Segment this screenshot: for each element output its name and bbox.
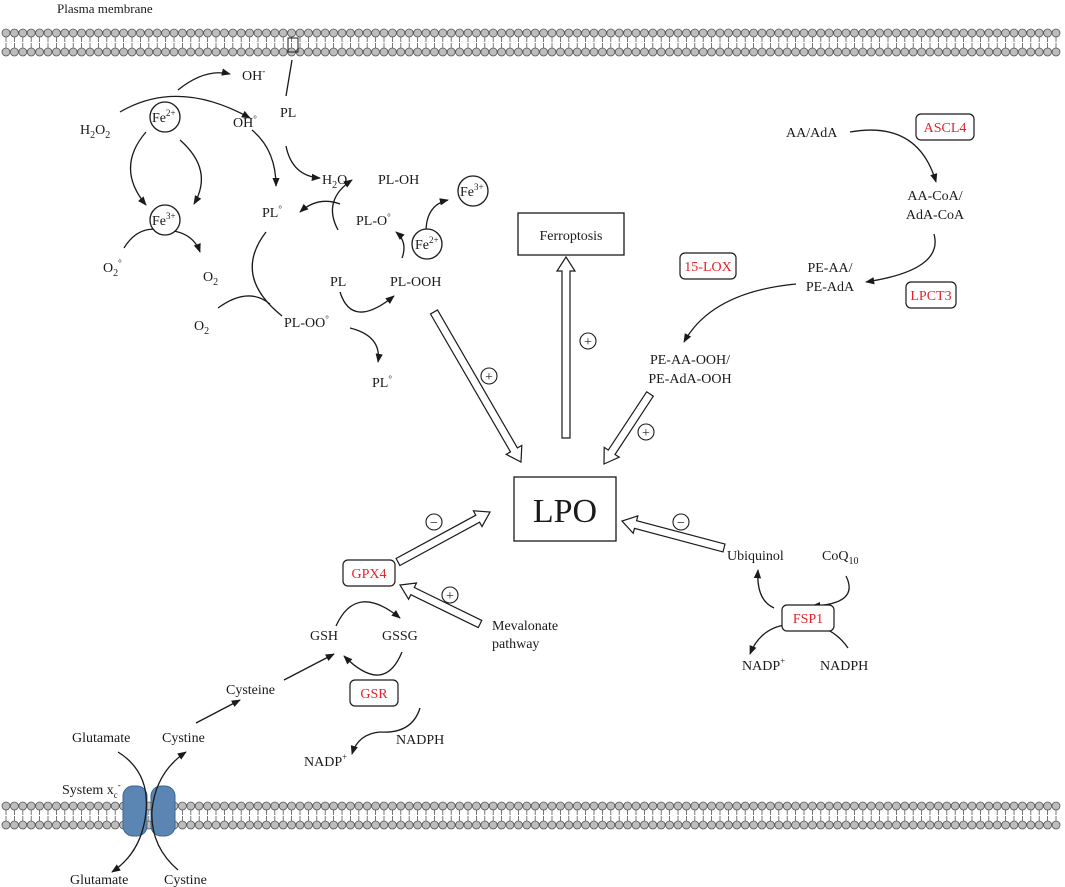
pl-mid-label: PL bbox=[330, 275, 346, 290]
oxygen-lipid-label: O2 bbox=[194, 319, 209, 337]
lpct3-badge bbox=[905, 281, 957, 309]
pufa-arrows bbox=[683, 129, 938, 343]
glutamate-outside-label: Glutamate bbox=[70, 873, 128, 887]
system-xc-label: System xc- bbox=[62, 780, 121, 800]
ferroptosis-label: Ferroptosis bbox=[540, 229, 603, 244]
membrane-lipid-marker bbox=[287, 37, 299, 53]
gsr-label: GSR bbox=[360, 687, 388, 702]
acyl-coa-line1: AA-CoA/ bbox=[907, 189, 962, 204]
h2o2-label: H2O2 bbox=[80, 123, 110, 141]
hollow-arrows bbox=[395, 255, 726, 629]
gsh-label: GSH bbox=[310, 629, 338, 644]
plus-marker-lipid: + bbox=[480, 367, 498, 385]
15-lox-badge bbox=[679, 252, 737, 280]
sign-markers: + + + − − + bbox=[425, 332, 690, 604]
water-label: H2O bbox=[322, 173, 347, 191]
minus-marker-fsp1: − bbox=[672, 513, 690, 531]
pe-line2: PE-AdA bbox=[806, 280, 855, 295]
plus-marker-mevalonate: + bbox=[441, 586, 459, 604]
plus-marker-ferroptosis: + bbox=[579, 332, 597, 350]
fsp1-badge bbox=[781, 604, 835, 632]
arrow-gpx4-inhibits-lpo bbox=[395, 510, 491, 567]
15-lox-label: 15-LOX bbox=[684, 260, 731, 275]
svg-text:Fe2+: Fe2+ bbox=[415, 235, 439, 253]
pl-radical-bottom-label: PL° bbox=[372, 374, 392, 391]
svg-text:−: − bbox=[677, 516, 685, 531]
gsr-badge bbox=[349, 679, 399, 707]
gssg-label: GSSG bbox=[382, 629, 418, 644]
svg-text:+: + bbox=[485, 370, 493, 385]
gpx4-badge bbox=[342, 559, 396, 587]
fe3-circle-lipid: Fe3+ bbox=[457, 175, 489, 207]
fsp1-nadp-label: NADP+ bbox=[742, 656, 785, 674]
cystine-outside-label: Cystine bbox=[164, 873, 207, 887]
superoxide-label: O2° bbox=[103, 258, 122, 279]
fsp1-nadph-label: NADPH bbox=[820, 659, 868, 674]
cystine-inside-label: Cystine bbox=[162, 731, 205, 746]
acyl-coa-line2: AdA-CoA bbox=[906, 208, 965, 223]
pl-top-label: PL bbox=[280, 106, 296, 121]
mevalonate-line1: Mevalonate bbox=[492, 619, 558, 634]
arrow-lpo-to-ferroptosis bbox=[555, 255, 577, 439]
cysteine-label: Cysteine bbox=[226, 683, 275, 698]
svg-text:Fe3+: Fe3+ bbox=[152, 211, 176, 229]
lipid-peroxidation-arrows bbox=[217, 59, 449, 363]
oxygen-label: O2 bbox=[203, 270, 218, 288]
svg-text:+: + bbox=[642, 426, 650, 441]
svg-text:−: − bbox=[430, 516, 438, 531]
pl-ooh-label: PL-OOH bbox=[390, 275, 441, 290]
pl-radical-label: PL° bbox=[262, 204, 282, 221]
glutamate-inside-label: Glutamate bbox=[72, 731, 130, 746]
pe-ooh-line2: PE-AdA-OOH bbox=[648, 372, 731, 387]
plus-marker-pufa: + bbox=[637, 423, 655, 441]
fe2-circle: Fe2+ bbox=[149, 101, 181, 133]
fe2-circle-lipid: Fe2+ bbox=[411, 228, 443, 260]
svg-text:Fe3+: Fe3+ bbox=[460, 182, 484, 200]
fsp1-label: FSP1 bbox=[793, 612, 823, 627]
pe-ooh-line1: PE-AA-OOH/ bbox=[650, 353, 730, 368]
system-xc-transporter bbox=[122, 785, 176, 837]
gpx4-cycle-arrows bbox=[195, 601, 421, 755]
arrow-pufa-to-lpo bbox=[603, 390, 655, 465]
hydroxide-label: OH- bbox=[242, 66, 265, 84]
acsl4-label: ASCL4 bbox=[924, 121, 967, 136]
arrow-mevalonate-to-gpx4 bbox=[399, 582, 483, 629]
plasma-membrane-top bbox=[1, 28, 1061, 57]
hydroxyl-radical-label: OH° bbox=[233, 114, 257, 131]
coq10-label: CoQ10 bbox=[822, 549, 858, 567]
mevalonate-line2: pathway bbox=[492, 637, 539, 652]
svg-text:Fe2+: Fe2+ bbox=[152, 108, 176, 126]
pl-o-radical-label: PL-O° bbox=[356, 212, 391, 229]
ubiquinol-label: Ubiquinol bbox=[727, 549, 784, 564]
transport-arrows bbox=[111, 751, 187, 873]
fe3-circle: Fe3+ bbox=[149, 204, 181, 236]
lpo-box bbox=[513, 476, 617, 542]
arrow-fsp1-inhibits-lpo bbox=[620, 514, 726, 553]
pl-oh-label: PL-OH bbox=[378, 173, 419, 188]
arrow-lipid-to-lpo bbox=[429, 309, 523, 463]
svg-text:+: + bbox=[584, 335, 592, 350]
lpo-label: LPO bbox=[533, 493, 597, 530]
pe-line1: PE-AA/ bbox=[807, 261, 852, 276]
svg-text:+: + bbox=[446, 589, 454, 604]
pl-oo-radical-label: PL-OO° bbox=[284, 314, 329, 331]
lpct3-label: LPCT3 bbox=[910, 289, 951, 304]
ferroptosis-box bbox=[517, 212, 625, 256]
gpx4-label: GPX4 bbox=[351, 567, 386, 582]
fenton-cycle bbox=[119, 68, 251, 253]
minus-marker-gpx4: − bbox=[425, 513, 443, 531]
membrane-label: Plasma membrane bbox=[57, 1, 153, 16]
aa-ada-label: AA/AdA bbox=[786, 126, 838, 141]
gsr-nadph-label: NADPH bbox=[396, 733, 444, 748]
acsl4-badge bbox=[915, 113, 975, 141]
gsr-nadp-label: NADP+ bbox=[304, 752, 347, 770]
